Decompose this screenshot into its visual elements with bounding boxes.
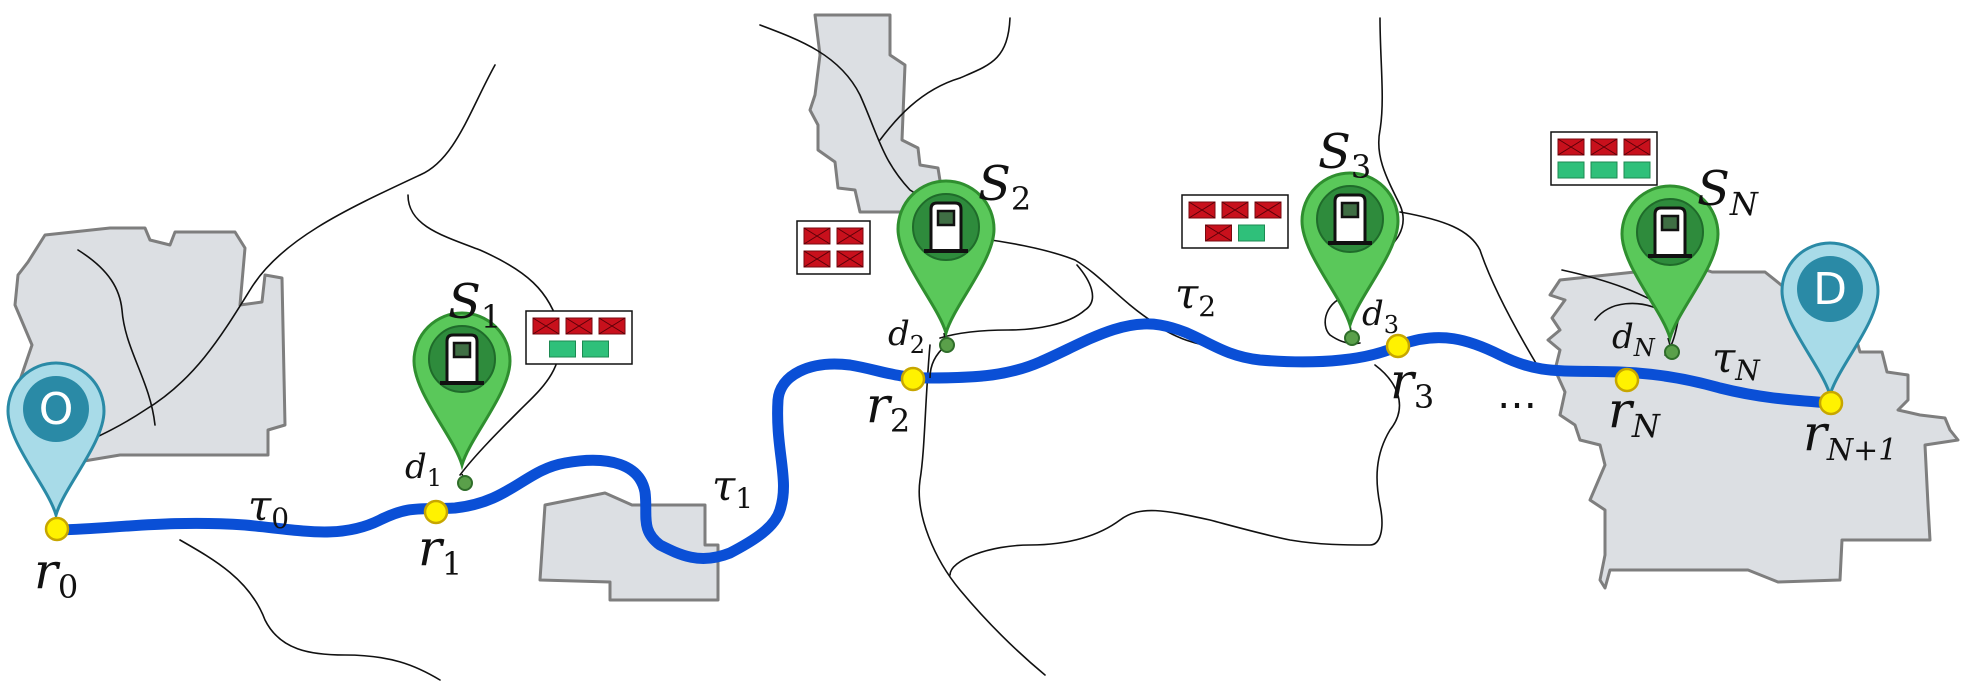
detour-points: [457, 330, 1680, 491]
slot-occupied-cross: [836, 227, 864, 245]
detour-label-n: dN: [1612, 317, 1656, 362]
slot-occupied-cross: [598, 317, 626, 335]
slot-occupied-cross: [1557, 138, 1585, 156]
origin-pin: O: [6, 361, 106, 517]
destination-pin: D: [1780, 241, 1880, 397]
station-label-1: S1: [448, 274, 501, 336]
slot-occupied-cross: [532, 317, 560, 335]
detour-point-n: [1664, 344, 1680, 360]
slot-occupied-cross: [803, 227, 831, 245]
slot-box-1: [525, 310, 633, 365]
segment-label-n: τN: [1712, 333, 1761, 387]
slot-occupied-cross: [803, 250, 831, 268]
detour-label-3: d3: [1362, 294, 1399, 339]
slot-box-3: [1181, 194, 1289, 249]
segment-label-2: τ2: [1175, 269, 1216, 323]
slot-occupied-cross: [1623, 138, 1651, 156]
detour-point-2: [939, 337, 955, 353]
city-area-middle: [538, 491, 720, 602]
ellipsis: …: [1497, 372, 1547, 418]
route-points: [44, 333, 1844, 542]
route-point-label-0: r0: [34, 542, 78, 606]
slot-occupied-cross: [1254, 201, 1282, 219]
city-area-north: [808, 13, 947, 214]
slot-occupied-cross: [565, 317, 593, 335]
route-line: [54, 318, 1836, 564]
slot-occupied-cross: [1221, 201, 1249, 219]
route-point-label-destination: rN+1: [1803, 404, 1897, 468]
slot-occupied-cross: [1590, 138, 1618, 156]
slot-boxes: [525, 131, 1658, 365]
slot-box-4: [1550, 131, 1658, 186]
route-point-0: [44, 516, 70, 542]
destination-letter: D: [1813, 264, 1847, 315]
slot-free: [1623, 161, 1651, 179]
route-point-n: [1614, 367, 1640, 393]
slot-free: [1557, 161, 1585, 179]
route-point-1: [423, 499, 449, 525]
detour-label-2: d2: [888, 314, 925, 359]
station-label-2: S2: [978, 156, 1031, 218]
route-point-label-n: rN: [1608, 381, 1661, 445]
slot-free: [549, 340, 576, 358]
route-point-label-3: r3: [1390, 352, 1434, 416]
slot-free: [1238, 224, 1265, 242]
slot-occupied-cross: [1205, 224, 1232, 242]
route-point-2: [900, 366, 926, 392]
origin-letter: O: [39, 384, 74, 435]
route-point-label-2: r2: [866, 376, 910, 440]
segment-label-0: τ0: [248, 481, 289, 535]
station-label-n: SN: [1697, 161, 1759, 223]
segment-label-1: τ1: [712, 461, 753, 515]
detour-point-3: [1344, 330, 1360, 346]
route-point-destination: [1818, 390, 1844, 416]
slot-box-2: [796, 220, 871, 275]
detour-label-1: d1: [405, 447, 442, 492]
slot-occupied-cross: [836, 250, 864, 268]
station-label-3: S3: [1318, 124, 1371, 186]
route-point-label-1: r1: [418, 519, 462, 583]
slot-free: [582, 340, 609, 358]
route-point-3: [1385, 333, 1411, 359]
detour-point-1: [457, 475, 473, 491]
slot-free: [1590, 161, 1618, 179]
slot-occupied-cross: [1188, 201, 1216, 219]
